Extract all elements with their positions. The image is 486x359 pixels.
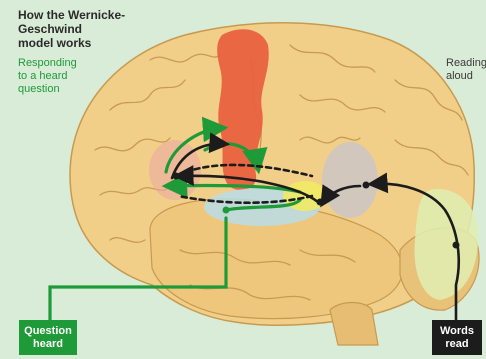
reading-line-1: Reading bbox=[446, 57, 486, 70]
words-line-1: Words bbox=[432, 325, 482, 338]
words-read-tag: Words read bbox=[432, 320, 482, 355]
responding-line-3: question bbox=[18, 83, 108, 96]
reading-line-2: aloud bbox=[446, 70, 486, 83]
words-line-2: read bbox=[432, 338, 482, 351]
wernicke-area bbox=[283, 181, 327, 211]
diagram-title: How the Wernicke-Geschwind model works bbox=[18, 8, 188, 50]
brain-stem bbox=[330, 303, 378, 346]
reading-aloud-label: Reading aloud bbox=[446, 57, 486, 83]
question-line-2: heard bbox=[19, 338, 77, 351]
title-line-2: model works bbox=[18, 36, 188, 50]
question-heard-tag: Question heard bbox=[19, 320, 77, 355]
responding-label: Responding to a heard question bbox=[18, 57, 108, 96]
question-line-1: Question bbox=[19, 325, 77, 338]
angular-gyrus-region bbox=[322, 142, 378, 218]
listening-nodes bbox=[223, 207, 230, 214]
responding-line-1: Responding bbox=[18, 57, 108, 70]
responding-line-2: to a heard bbox=[18, 70, 108, 83]
title-line-1: How the Wernicke-Geschwind bbox=[18, 8, 188, 36]
